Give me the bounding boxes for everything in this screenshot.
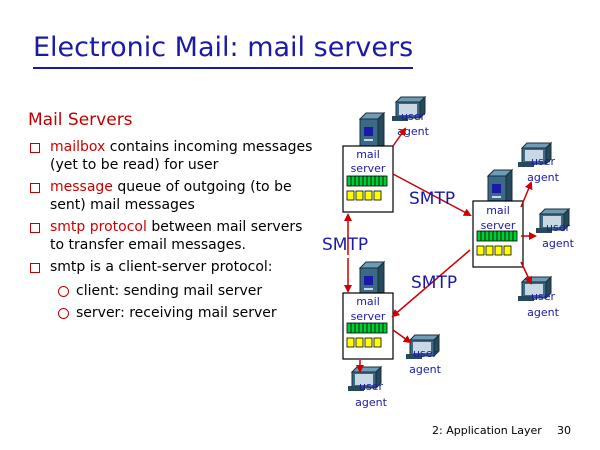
smtp-label: SMTP — [322, 235, 368, 255]
sub-bullet-item: server: receiving mail server — [28, 302, 318, 324]
user-agent-label: agent — [355, 396, 387, 409]
user-agent-label: user — [413, 347, 437, 360]
user-agent-label: agent — [397, 125, 429, 138]
circle-bullet-icon — [58, 286, 69, 297]
arrow — [392, 127, 407, 147]
arrow — [392, 173, 472, 216]
smtp-label: SMTP — [409, 189, 455, 209]
bullet-highlight: message — [50, 179, 113, 195]
circle-bullet-icon — [58, 308, 69, 319]
mail-server-bottom: mail server — [342, 261, 394, 360]
bullet-list: mailbox contains incoming messages (yet … — [28, 138, 318, 324]
user-agent-label: user — [546, 221, 570, 234]
bullet-highlight: smtp protocol — [50, 219, 147, 235]
arrow — [520, 181, 533, 208]
bullet-text: between mail servers to transfer email m… — [50, 219, 303, 253]
section-subtitle: Mail Servers — [28, 110, 133, 130]
user-agent-4: user agent — [517, 276, 560, 319]
bullet-highlight: mailbox — [50, 139, 106, 155]
checkbox-bullet-icon — [30, 223, 40, 233]
arrow — [392, 329, 412, 344]
checkbox-bullet-icon — [30, 143, 40, 153]
mail-server-label: server — [351, 310, 386, 323]
page-number: 30 — [557, 424, 571, 437]
smtp-label: SMTP — [411, 273, 457, 293]
mail-server-label: mail — [356, 295, 380, 308]
bullet-item: mailbox contains incoming messages (yet … — [28, 138, 318, 174]
user-agent-1: user agent — [391, 96, 430, 138]
arrow — [520, 261, 533, 285]
footer-chapter: 2: Application Layer — [432, 424, 542, 437]
user-agent-label: agent — [527, 306, 559, 319]
arrow — [391, 249, 471, 318]
checkbox-bullet-icon — [30, 263, 40, 273]
bullet-text: contains incoming messages (yet to be re… — [50, 139, 313, 173]
bullet-item: smtp is a client-server protocol: — [28, 258, 318, 276]
mail-server-label: server — [481, 219, 516, 232]
mail-server-label: server — [351, 162, 386, 175]
sub-bullet-text: client: sending mail server — [76, 283, 263, 299]
user-agent-label: agent — [527, 171, 559, 184]
mail-server-label: mail — [356, 148, 380, 161]
mail-server-right: mail server — [472, 169, 524, 268]
user-agent-label: agent — [409, 363, 441, 376]
bullet-text: queue of outgoing (to be sent) mail mess… — [50, 179, 292, 213]
mail-server-label: mail — [486, 204, 510, 217]
user-agent-label: user — [531, 155, 555, 168]
user-agent-label: user — [359, 380, 383, 393]
bullet-item: message queue of outgoing (to be sent) m… — [28, 178, 318, 214]
user-agent-label: agent — [542, 237, 574, 250]
sub-bullet-text: server: receiving mail server — [76, 305, 277, 321]
user-agent-label: user — [401, 110, 425, 123]
bullet-text: smtp is a client-server protocol: — [50, 259, 273, 275]
user-agent-3: user agent — [535, 208, 575, 250]
slide-title: Electronic Mail: mail servers — [33, 30, 414, 69]
connection-arrows — [344, 127, 537, 373]
user-agent-6: user agent — [347, 366, 388, 409]
checkbox-bullet-icon — [30, 183, 40, 193]
bullet-item: smtp protocol between mail servers to tr… — [28, 218, 318, 254]
user-agent-label: user — [531, 290, 555, 303]
mail-server-top: mail server — [342, 112, 394, 213]
user-agent-2: user agent — [517, 142, 560, 184]
user-agent-5: user agent — [405, 334, 442, 376]
sub-bullet-item: client: sending mail server — [28, 280, 318, 302]
